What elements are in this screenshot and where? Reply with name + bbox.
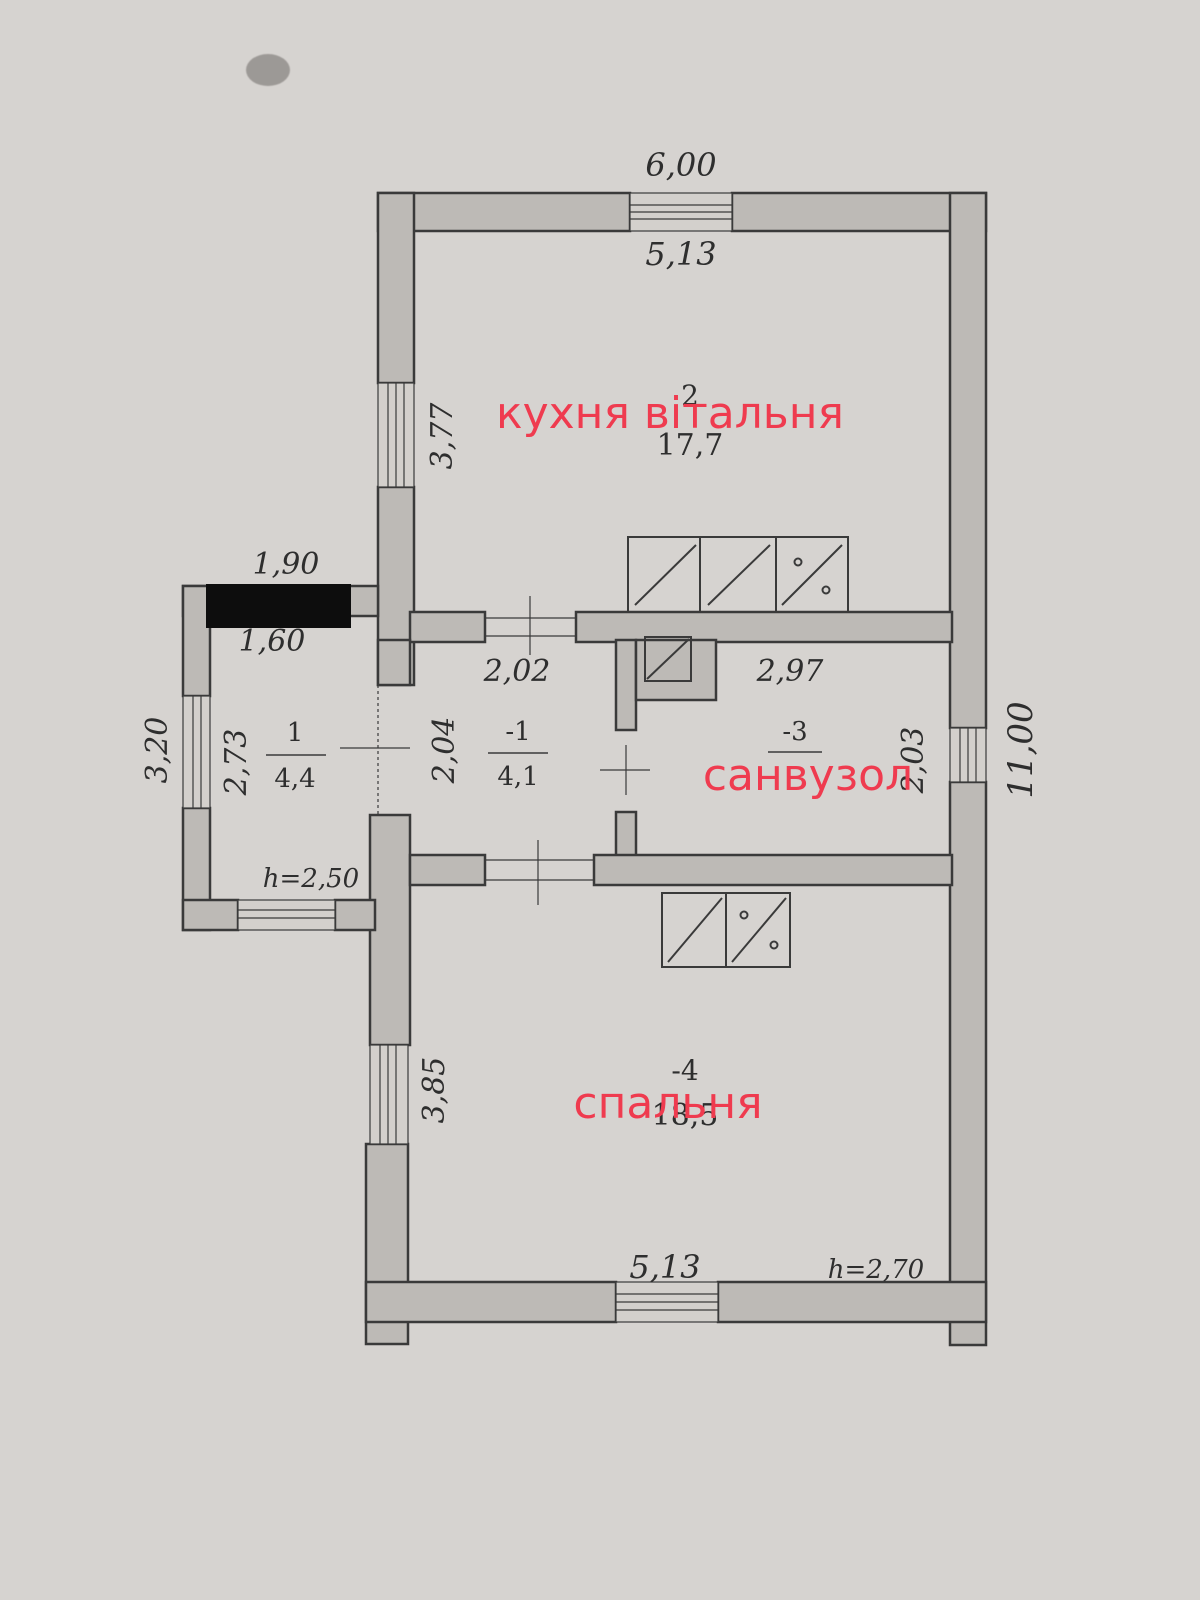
dim-bottom-inner-width: 5,13 — [629, 1248, 700, 1286]
left-wall-top — [376, 191, 416, 385]
partition-kitchen-right — [574, 610, 954, 644]
dim-porch-outer-depth: 3,20 — [140, 717, 175, 784]
annotation-bathroom: санвузол — [703, 750, 913, 801]
right-wall-lower — [948, 780, 988, 1347]
bottom-wall-right — [716, 1280, 988, 1324]
dim-kitchen-height: 3,77 — [425, 402, 460, 470]
bath-inner-wall — [634, 638, 718, 702]
partition-bedroom-right — [592, 853, 954, 887]
dim-ceiling-height: h=2,70 — [828, 1255, 924, 1285]
room-hall-number: -1 — [505, 717, 530, 747]
porch-bottom-wall-left — [181, 898, 240, 932]
porch-left-wall-upper — [181, 584, 212, 698]
room-annotations: кухня вітальня санвузол спальня — [496, 388, 913, 1129]
room-bedroom-number: -4 — [671, 1054, 698, 1087]
dim-hall-depth: 2,04 — [427, 717, 462, 785]
dim-bath-width: 2,97 — [756, 654, 825, 689]
room-labels: 1 4,4 2 17,7 -1 4,1 -3 -4 18,5 — [266, 379, 822, 1133]
annotation-kitchen-living: кухня вітальня — [496, 388, 844, 439]
partition-kitchen-left — [408, 610, 487, 644]
room-porch-area: 4,4 — [274, 764, 315, 794]
dim-porch-height: h=2,50 — [263, 864, 359, 894]
window-top — [629, 192, 733, 232]
windows — [182, 192, 987, 1323]
dimension-labels: 6,00 5,13 3,77 11,00 1,90 1,60 3,20 2,73… — [140, 146, 1041, 1286]
room-kitchen-number: 2 — [681, 379, 699, 412]
paper-smudge — [246, 54, 290, 86]
room-kitchen-area: 17,7 — [657, 428, 724, 463]
window-kitchen-left — [377, 382, 415, 488]
door-lines — [340, 596, 650, 905]
partition-hall-bath-upper — [614, 638, 638, 732]
dim-bedroom-height: 3,85 — [417, 1057, 452, 1124]
bedroom-fixtures — [661, 892, 791, 968]
partition-bedroom-left — [408, 853, 487, 887]
top-wall-left — [376, 191, 632, 233]
top-wall-right — [730, 191, 988, 233]
hall-left-wall — [376, 638, 412, 687]
room-porch-number: 1 — [287, 718, 304, 748]
porch-bottom-wall-right — [333, 898, 377, 932]
bath-fixture — [644, 636, 692, 682]
redaction-block — [206, 584, 351, 628]
dim-porch-inner-depth: 2,73 — [219, 729, 254, 797]
dim-bath-depth: 2,03 — [896, 727, 931, 795]
window-bath-right — [949, 727, 987, 783]
window-porch-left — [182, 695, 211, 809]
dim-overall-length: 11,00 — [1001, 701, 1041, 798]
room-hall-area: 4,1 — [497, 762, 538, 792]
walls — [181, 191, 988, 1347]
kitchen-counter — [627, 536, 849, 613]
window-bottom — [615, 1281, 719, 1323]
right-wall-upper — [948, 191, 988, 730]
room-bath-number: -3 — [782, 717, 807, 747]
dim-top-inner-width: 5,13 — [645, 235, 716, 273]
bottom-wall-left — [364, 1280, 618, 1324]
window-bedroom-left — [369, 1044, 409, 1145]
annotation-bedroom: спальня — [573, 1078, 762, 1129]
window-porch-bottom — [237, 899, 336, 931]
kitchen-appliances — [627, 536, 849, 682]
dim-porch-outer-width: 1,90 — [253, 547, 320, 582]
stove-burner — [821, 585, 831, 595]
dim-porch-inner-width: 1,60 — [239, 624, 306, 659]
stove-burner — [793, 557, 803, 567]
room-bedroom-area: 18,5 — [652, 1098, 719, 1133]
dim-overall-width: 6,00 — [645, 146, 716, 184]
dim-hall-width: 2,02 — [483, 654, 551, 689]
